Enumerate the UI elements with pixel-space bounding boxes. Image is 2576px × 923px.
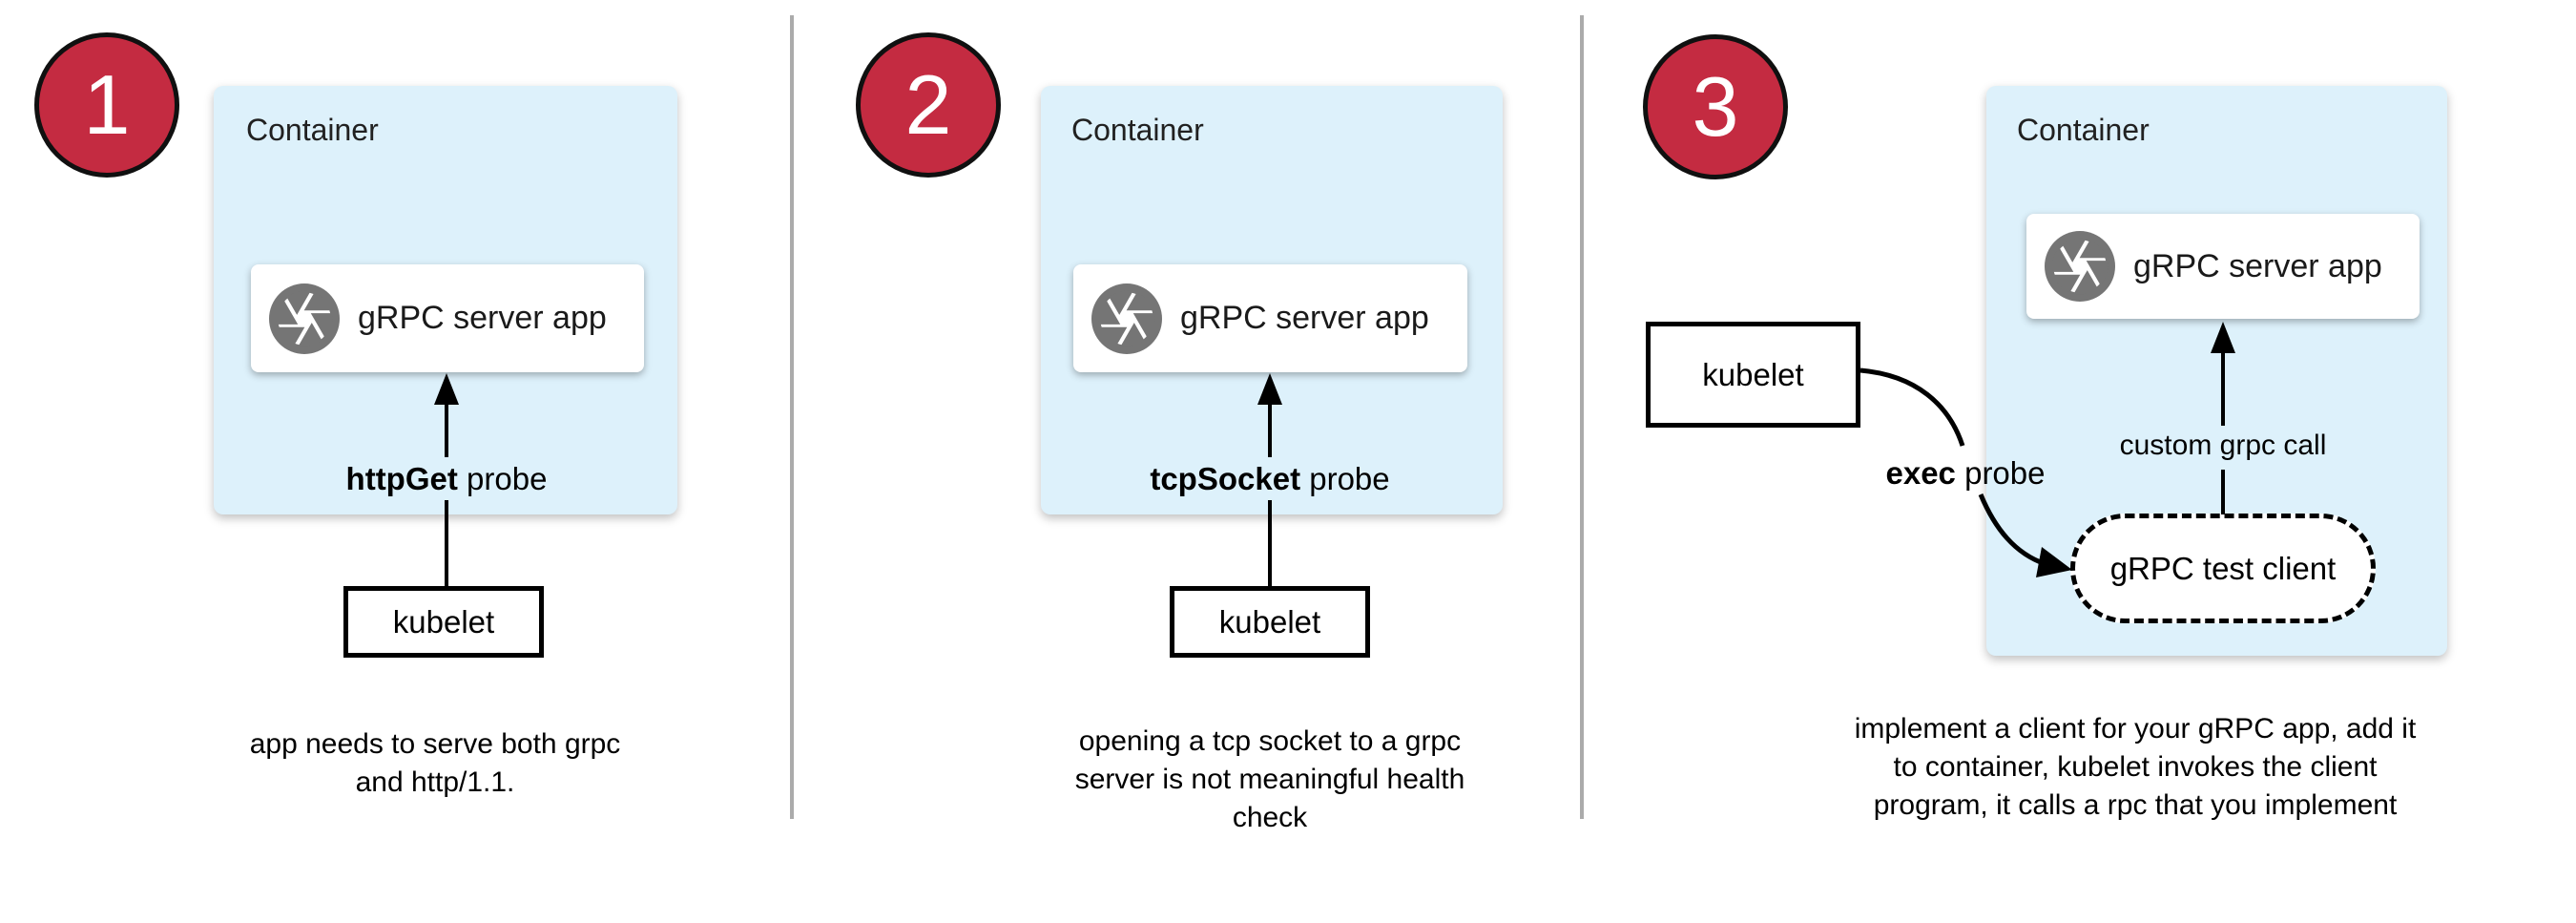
kubelet-label: kubelet [1702, 356, 1804, 392]
grpc-test-client-label: gRPC test client [2109, 550, 2337, 586]
probe-keyword: tcpSocket [1150, 461, 1301, 496]
kubelet-box-3: kubelet [1646, 322, 1860, 428]
caption-3: implement a client for your gRPC app, ad… [1820, 710, 2450, 825]
step-number-1: 1 [83, 57, 131, 152]
custom-grpc-call-label: custom grpc call [2119, 430, 2327, 461]
container-title-1: Container [246, 113, 379, 147]
grpc-server-app-box-1: gRPC server app [251, 264, 644, 372]
step-number-3: 3 [1692, 59, 1739, 154]
panel-divider-2 [1580, 15, 1584, 819]
grpc-server-app-label: gRPC server app [2133, 247, 2382, 284]
probe-word: probe [457, 461, 548, 496]
caption-line: to container, kubelet invokes the client [1893, 751, 2378, 783]
grpc-server-app-label: gRPC server app [1180, 300, 1429, 336]
kubelet-box-2: kubelet [1170, 586, 1370, 658]
panel-divider-1 [790, 15, 794, 819]
probe-keyword: exec [1885, 455, 1956, 491]
container-title-3: Container [2017, 113, 2150, 147]
grpc-test-client-box: gRPC test client [2070, 514, 2376, 623]
step-badge-1: 1 [34, 32, 179, 178]
caption-line: server is not meaningful health [1074, 764, 1465, 795]
step-number-2: 2 [904, 57, 952, 152]
kubelet-label: kubelet [1218, 603, 1321, 640]
grpc-server-app-box-3: gRPC server app [2026, 214, 2420, 319]
probe-word: probe [1955, 455, 2046, 491]
aperture-icon [269, 283, 340, 354]
caption-line: opening a tcp socket to a grpc [1078, 725, 1462, 757]
container-title-2: Container [1071, 113, 1204, 147]
caption-1: app needs to serve both grpc and http/1.… [203, 725, 667, 802]
probe-label-3: exec probe [1832, 455, 2099, 492]
probe-word: probe [1300, 461, 1390, 496]
grpc-server-app-label: gRPC server app [358, 300, 607, 336]
step-badge-3: 3 [1643, 34, 1788, 179]
kubelet-label: kubelet [392, 603, 495, 640]
probe-label-2: tcpSocket probe [1038, 461, 1502, 497]
aperture-icon [2045, 231, 2115, 302]
grpc-server-app-box-2: gRPC server app [1073, 264, 1467, 372]
probe-keyword: httpGet [345, 461, 458, 496]
caption-line: implement a client for your gRPC app, ad… [1854, 713, 2417, 745]
kubelet-box-1: kubelet [343, 586, 544, 658]
probe-label-1: httpGet probe [215, 461, 678, 497]
caption-line: check [1232, 802, 1308, 833]
step-badge-2: 2 [856, 32, 1001, 178]
caption-line: app needs to serve both grpc [249, 728, 621, 760]
aperture-icon [1091, 283, 1162, 354]
caption-line: and http/1.1. [355, 766, 515, 798]
caption-2: opening a tcp socket to a grpc server is… [1038, 723, 1502, 837]
caption-line: program, it calls a rpc that you impleme… [1873, 789, 2398, 821]
